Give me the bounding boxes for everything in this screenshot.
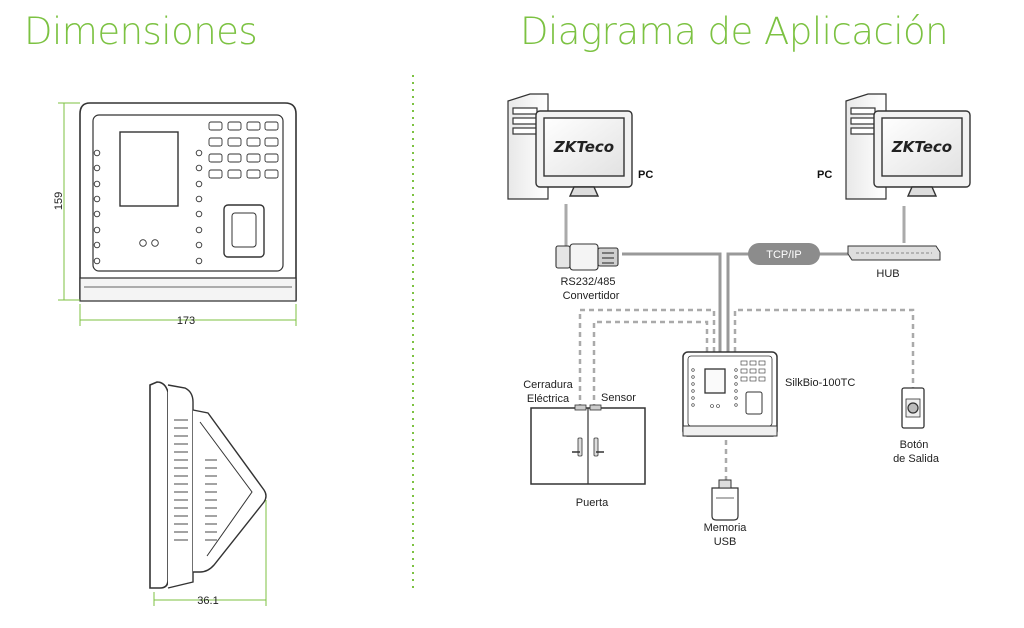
exit-button-icon [901,387,925,429]
tcpip-label: TCP/IP [766,249,801,261]
keypad-drawing [208,121,279,179]
depth-label: 36.1 [197,595,218,607]
hub-label: HUB [876,268,899,280]
depth-dimension [153,500,267,606]
front-view-drawing [79,102,297,302]
pc-right-label: PC [817,169,832,181]
exit-button-label-line2: de Salida [893,453,940,465]
device-label: SilkBio-100TC [785,377,855,389]
side-view-drawing [149,381,267,589]
usb-label-line1: Memoria [704,522,748,534]
height-dimension [58,102,80,301]
pc-monitor-right [873,110,971,197]
pc-left-label: PC [638,169,653,181]
rs-converter-label-line1: RS232/485 [560,276,615,288]
lock-label-line1: Cerradura [523,379,573,391]
door-icon [530,404,646,485]
usb-drive-icon [711,479,739,521]
pc-right: ZKTeco [845,93,971,200]
hub-icon [847,245,941,261]
dimensions-heading: Dimensiones [24,10,258,53]
pc-monitor-left [535,110,633,197]
pc-left: ZKTeco [507,93,633,200]
zkteco-logo-right: ZKTeco [891,138,952,156]
rs232-converter-icon [555,243,619,271]
sensor-label: Sensor [601,392,636,404]
tcpip-badge: TCP/IP [748,243,820,265]
zkteco-logo-left: ZKTeco [553,138,614,156]
width-label: 173 [177,315,195,327]
silkbio-device-icon [682,351,778,437]
rs-converter-label-line2: Convertidor [563,290,620,302]
height-label: 159 [53,192,65,210]
width-dimension [79,304,297,326]
usb-label-line2: USB [714,536,737,548]
lock-label-line2: Eléctrica [527,393,570,405]
exit-button-label-line1: Botón [900,439,929,451]
application-diagram-heading: Diagrama de Aplicación [520,10,949,53]
door-label: Puerta [576,497,609,509]
